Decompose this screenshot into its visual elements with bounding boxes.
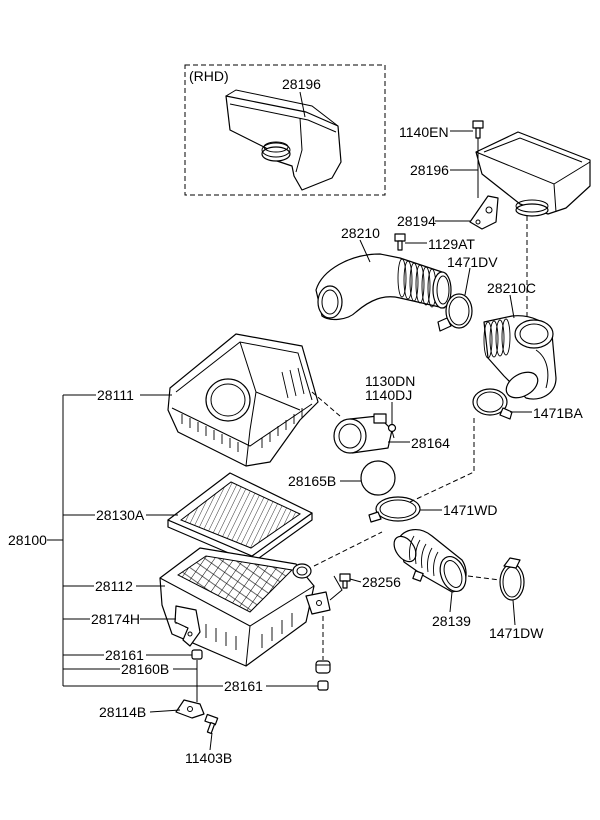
label-28194: 28194	[397, 213, 436, 229]
bracket-28194	[469, 195, 499, 230]
insulator-28161-upper	[191, 649, 203, 660]
bolt-28256	[329, 573, 351, 601]
label-28160b: 28160B	[121, 661, 169, 677]
label-28161-lower: 28161	[224, 678, 263, 694]
label-28210c: 28210C	[487, 280, 536, 296]
intake-hose-28210	[315, 253, 452, 321]
dashed-line	[313, 531, 383, 567]
sensor-28164	[333, 413, 393, 454]
dashed-connections	[311, 216, 528, 660]
dashed-line	[467, 575, 501, 581]
label-1471dv: 1471DV	[447, 254, 498, 270]
screw-1130dn	[387, 423, 397, 439]
label-28112: 28112	[95, 578, 133, 594]
bolt-1129at	[394, 233, 406, 251]
dashed-line	[311, 391, 341, 417]
label-1140dj: 1140DJ	[365, 387, 412, 403]
label-1129at: 1129AT	[428, 236, 475, 252]
leader-line	[149, 709, 181, 713]
leader-line	[464, 267, 471, 296]
insulator-28161-lower	[317, 680, 329, 691]
label-28165b: 28165B	[288, 473, 336, 489]
part-labels: (RHD) 28196 1140EN 28196 28194 28210 112…	[8, 68, 583, 766]
label-28256: 28256	[362, 574, 401, 590]
leader-line	[359, 239, 371, 263]
bolt-1140en	[472, 120, 484, 139]
label-28161-upper: 28161	[105, 647, 144, 663]
hose-elbow-28210c	[483, 315, 557, 400]
leader-line	[509, 294, 515, 319]
gasket-28165b	[360, 460, 396, 496]
label-28210: 28210	[341, 225, 380, 241]
filter-element-28130a	[167, 472, 313, 564]
air-cleaner-cover-28111	[167, 333, 319, 467]
label-28111: 28111	[97, 387, 134, 403]
clamp-1471ba	[472, 388, 513, 420]
resonator	[475, 131, 591, 217]
insulator-28160b	[315, 660, 331, 674]
leader-lines	[47, 91, 532, 751]
label-28196-rhd: 28196	[282, 76, 321, 92]
label-28130a: 28130A	[96, 507, 145, 523]
leader-line	[209, 732, 213, 751]
label-11403b: 11403B	[185, 750, 232, 766]
clamp-1471dw	[499, 557, 525, 601]
hose-28139	[393, 529, 467, 593]
air-cleaner-body-28112	[159, 547, 331, 667]
label-1140en: 1140EN	[399, 124, 449, 140]
label-1471dw: 1471DW	[489, 625, 544, 641]
label-1130dn: 1130DN	[365, 373, 415, 389]
label-28164: 28164	[411, 435, 450, 451]
leader-line	[299, 91, 306, 118]
clamp-1471wd	[368, 496, 421, 523]
rhd-dashed-frame	[184, 64, 386, 196]
duct-28174h	[174, 605, 201, 647]
clamp-1471dv	[437, 293, 473, 332]
dashed-line	[409, 418, 475, 503]
label-1471wd: 1471WD	[443, 502, 497, 518]
label-28174h: 28174H	[91, 611, 140, 627]
label-28114b: 28114B	[99, 704, 146, 720]
rhd-variant-box	[184, 64, 386, 196]
label-28139: 28139	[432, 613, 471, 629]
bolt-11403b	[204, 713, 219, 734]
rhd-resonator	[225, 89, 342, 191]
leader-line	[449, 591, 453, 613]
bracket-28114b	[175, 699, 205, 719]
leader-line	[512, 599, 516, 626]
variant-label: (RHD)	[189, 68, 229, 84]
label-28196: 28196	[410, 162, 449, 178]
label-28100: 28100	[8, 532, 47, 548]
label-1471ba: 1471BA	[533, 405, 583, 421]
leader-line	[349, 578, 362, 583]
